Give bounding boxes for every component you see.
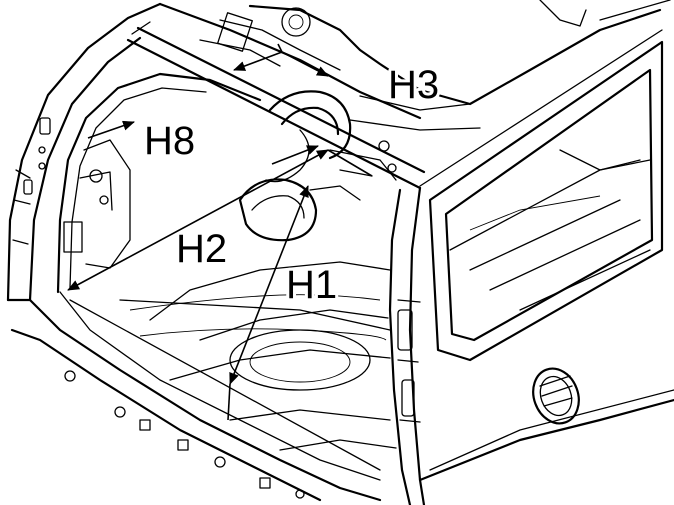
measurement-lines xyxy=(67,43,373,421)
h2-dimension-line xyxy=(67,149,329,291)
label-h2: H2 xyxy=(176,227,227,271)
label-h3: H3 xyxy=(388,63,439,107)
h8-dimension-line xyxy=(87,120,135,139)
h3-dimension-line xyxy=(233,51,283,71)
label-h8: H8 xyxy=(144,119,195,163)
body-structure xyxy=(6,0,674,505)
label-h1: H1 xyxy=(286,263,337,307)
